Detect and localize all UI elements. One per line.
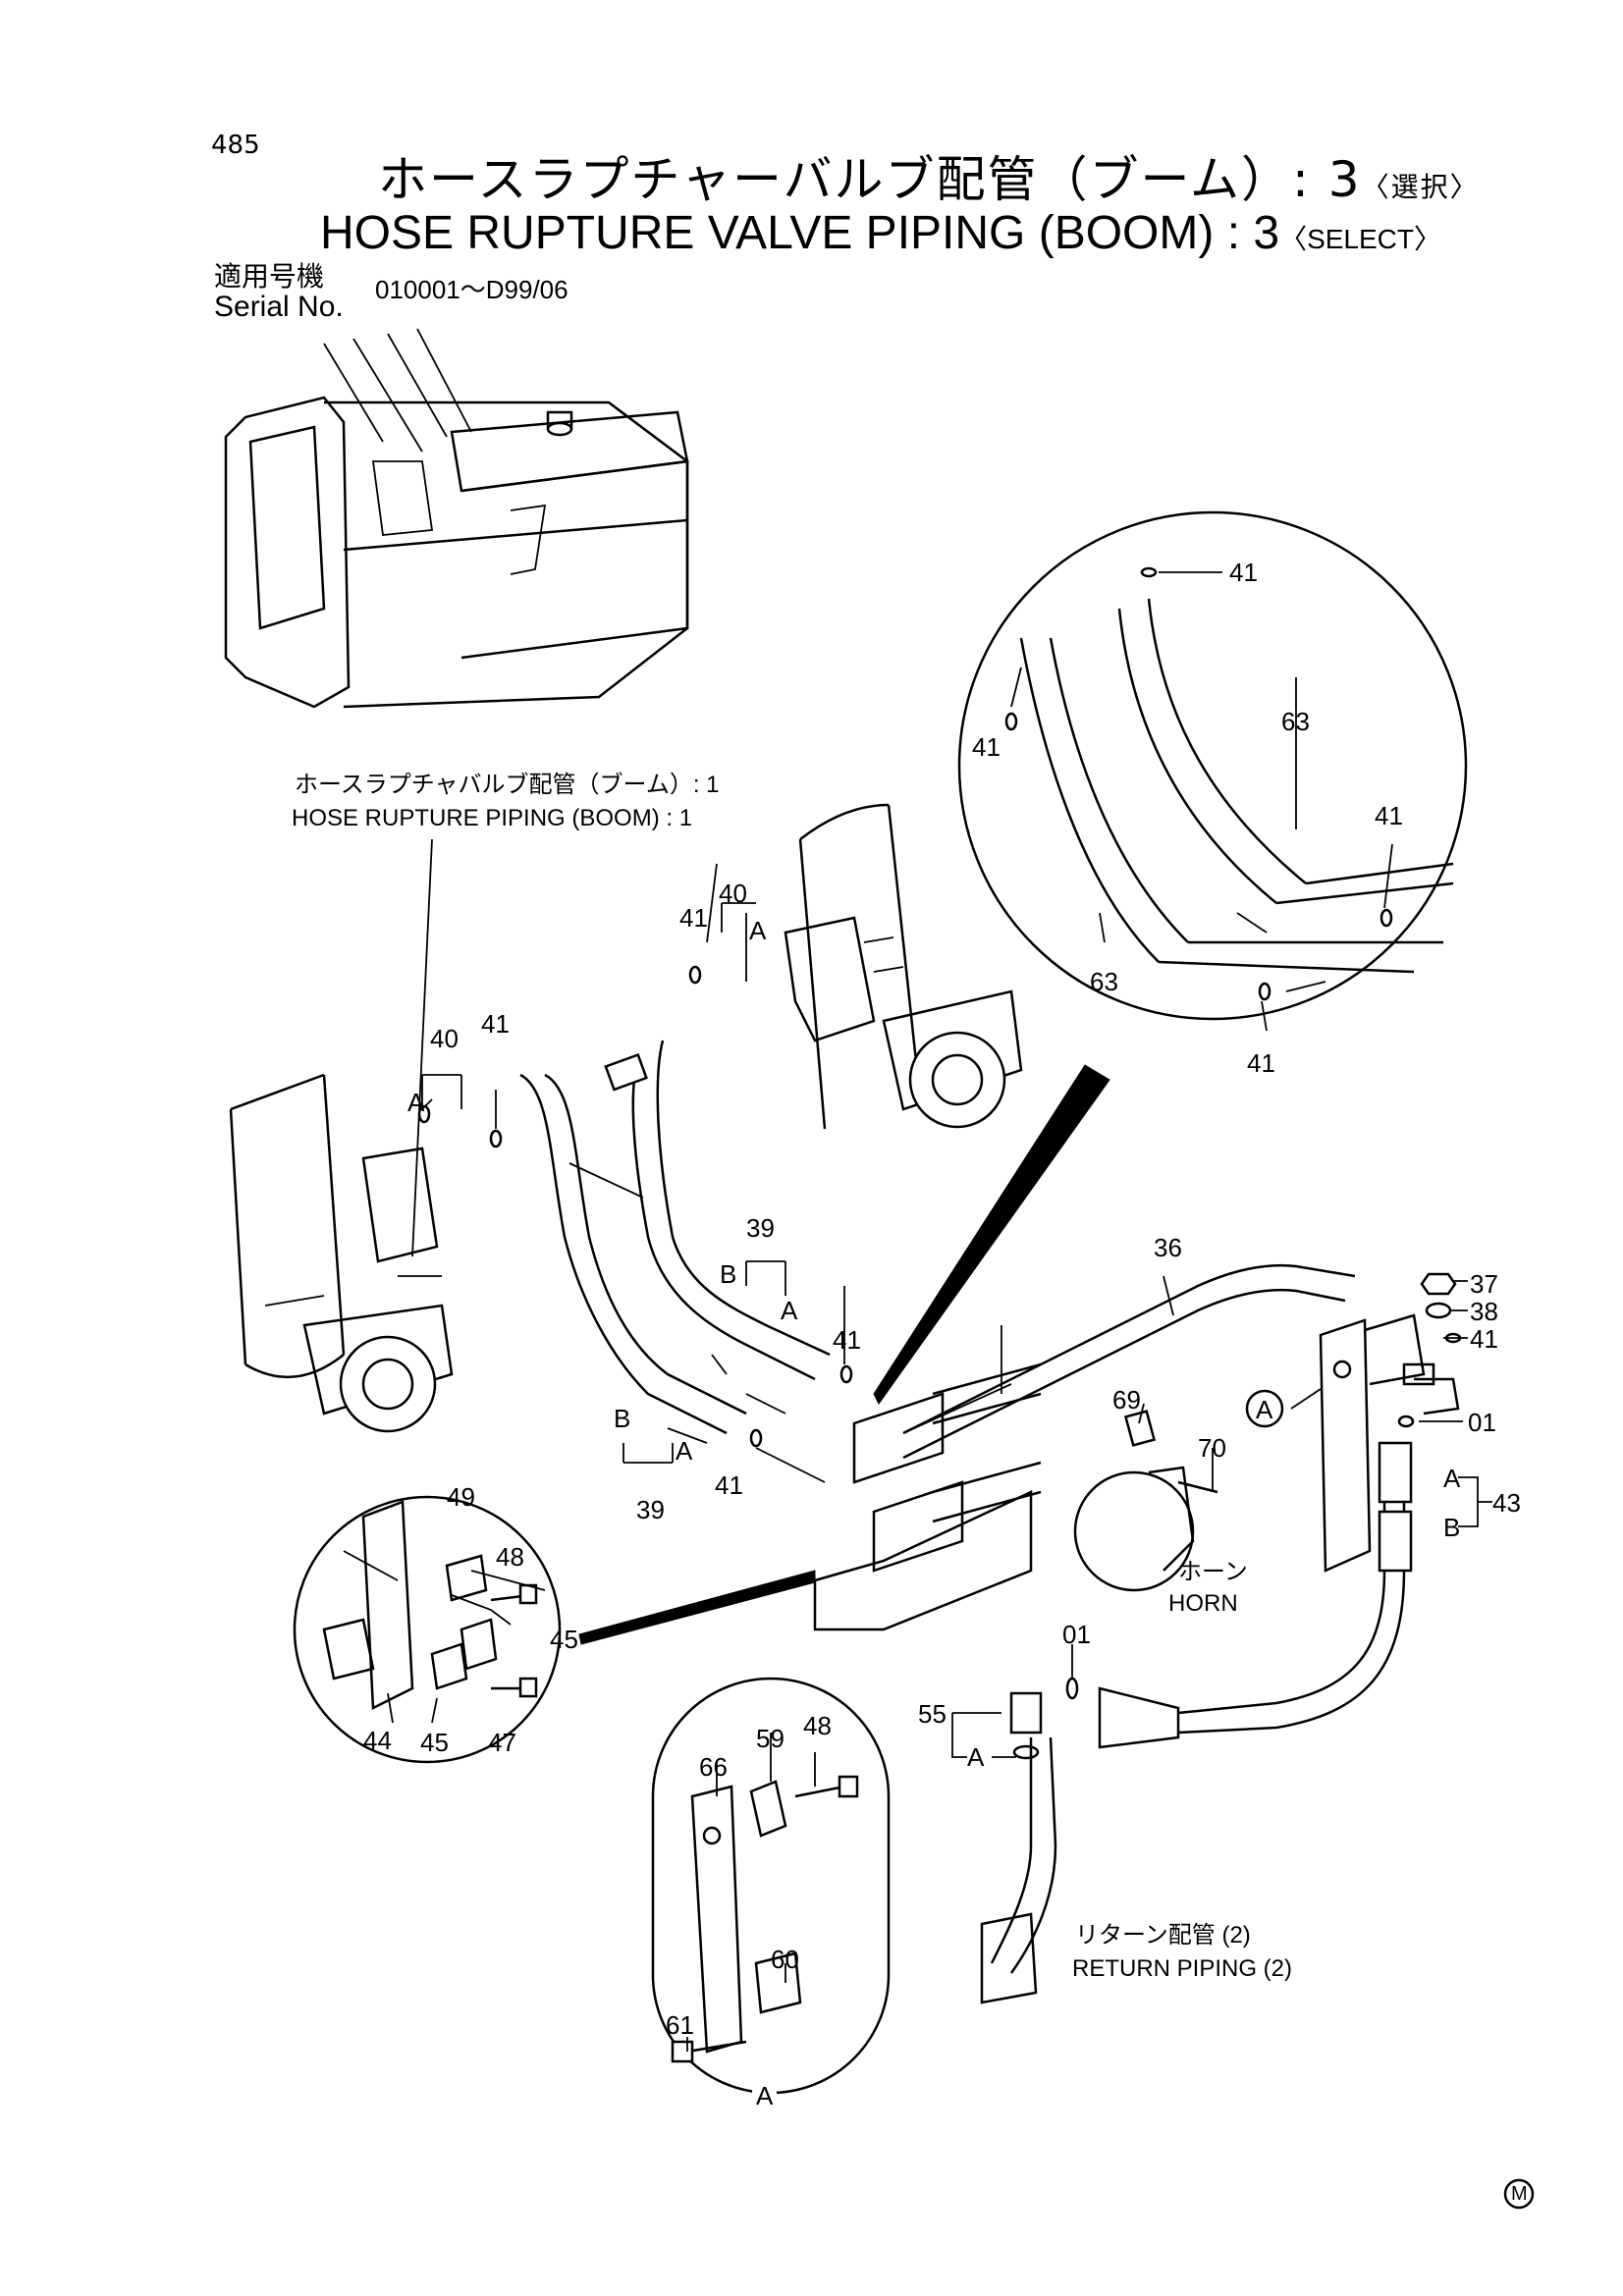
- return-en: RETURN PIPING (2): [1072, 1955, 1293, 1982]
- part-label: 48: [803, 1711, 832, 1740]
- oval-label-a: A: [752, 2083, 778, 2109]
- part-label: 39: [746, 1213, 775, 1243]
- bracket-a: [1319, 1313, 1460, 1573]
- part-label: 66: [699, 1752, 728, 1782]
- title-english: HOSE RUPTURE VALVE PIPING (BOOM) : 3〈SEL…: [320, 210, 1441, 257]
- serial-range: 010001～D99/06: [375, 275, 568, 304]
- callout-a-circle: [1245, 1389, 1284, 1428]
- part-label: 45: [550, 1625, 578, 1654]
- part-label: A: [676, 1436, 693, 1466]
- part-label: A: [749, 916, 767, 945]
- part-label: 48: [496, 1542, 524, 1572]
- part-label: B: [614, 1404, 631, 1433]
- part-label: 41: [1247, 1048, 1275, 1078]
- part-label: B: [1443, 1513, 1461, 1542]
- title-jp-text: ホースラプチャーバルブ配管（ブーム）: 3: [378, 151, 1362, 208]
- left-boom-cylinder: [229, 1073, 454, 1433]
- part-label: 41: [972, 732, 1001, 762]
- part-label: 59: [756, 1724, 784, 1753]
- part-label: 49: [447, 1482, 475, 1512]
- horn-jp: ホーン: [1178, 1559, 1248, 1585]
- excavator-overview: [224, 328, 689, 709]
- part-label: 61: [666, 2010, 694, 2040]
- title-jp-select: 〈選択〉: [1361, 171, 1480, 203]
- mark-circle: [1503, 2178, 1535, 2210]
- ref1-en: HOSE RUPTURE PIPING (BOOM) : 1: [292, 805, 693, 831]
- pipe-36: [902, 1263, 1356, 1460]
- part-label: A: [967, 1742, 985, 1772]
- nut-washer: [1420, 1272, 1457, 1319]
- part-label: 41: [679, 903, 708, 933]
- o-rings: [417, 566, 1462, 1760]
- part-label: 01: [1062, 1620, 1091, 1649]
- part-label: 70: [1198, 1433, 1226, 1463]
- horn: [1073, 1410, 1218, 1592]
- part-label: 36: [1154, 1233, 1182, 1262]
- hose-clamp-block: [813, 1362, 1042, 1631]
- part-label: 37: [1470, 1269, 1498, 1299]
- title-en-text: HOSE RUPTURE VALVE PIPING (BOOM) : 3: [320, 207, 1280, 259]
- part-label: 41: [1375, 801, 1403, 830]
- horn-en: HORN: [1168, 1590, 1238, 1617]
- mark-letter: M: [1511, 2183, 1528, 2205]
- serial-label-japanese: 適用号機: [214, 260, 325, 293]
- detail-pointer-top: [873, 1064, 1110, 1405]
- part-label: 38: [1470, 1297, 1498, 1326]
- part-label: 41: [833, 1325, 861, 1355]
- part-label: 43: [1492, 1488, 1521, 1518]
- part-label: A: [781, 1296, 798, 1325]
- part-label: 47: [488, 1728, 516, 1757]
- detail-circle-clamps: [293, 1495, 562, 1764]
- part-label: 01: [1468, 1408, 1496, 1437]
- part-label: 63: [1090, 967, 1118, 996]
- part-label: A: [1256, 1395, 1273, 1424]
- part-label: A: [1443, 1464, 1461, 1493]
- hose-assemblies-left: [519, 1040, 831, 1444]
- part-label: 41: [715, 1470, 743, 1500]
- part-label: 69: [1112, 1385, 1141, 1415]
- detail-pointer-clamps: [578, 1570, 816, 1645]
- leader-lines: [343, 571, 1492, 2052]
- part-label: 39: [636, 1495, 665, 1524]
- right-boom-cylinder: [784, 803, 1023, 1130]
- part-label: A: [407, 1088, 425, 1117]
- part-label: 41: [1229, 558, 1258, 587]
- title-en-select: 〈SELECT〉: [1279, 224, 1441, 254]
- part-label: 40: [430, 1024, 459, 1053]
- page-number: 485: [211, 131, 260, 160]
- return-hose: [980, 1441, 1413, 2004]
- ref1-jp: ホースラプチャバルブ配管（ブーム）: 1: [295, 772, 720, 798]
- part-label: 63: [1281, 707, 1310, 736]
- title-japanese: ホースラプチャーバルブ配管（ブーム）: 3〈選択〉: [378, 155, 1480, 204]
- return-jp: リターン配管 (2): [1075, 1922, 1251, 1949]
- part-label: 40: [719, 879, 747, 908]
- part-label: 44: [363, 1726, 392, 1755]
- part-label: 41: [481, 1009, 510, 1039]
- part-label: B: [720, 1259, 737, 1289]
- serial-label-english: Serial No.: [214, 291, 344, 323]
- detail-circle-hoses: [957, 510, 1468, 1021]
- part-label: 41: [1470, 1324, 1498, 1354]
- part-label: 55: [918, 1699, 947, 1729]
- part-label: 60: [771, 1945, 799, 1974]
- part-label: 45: [420, 1728, 449, 1757]
